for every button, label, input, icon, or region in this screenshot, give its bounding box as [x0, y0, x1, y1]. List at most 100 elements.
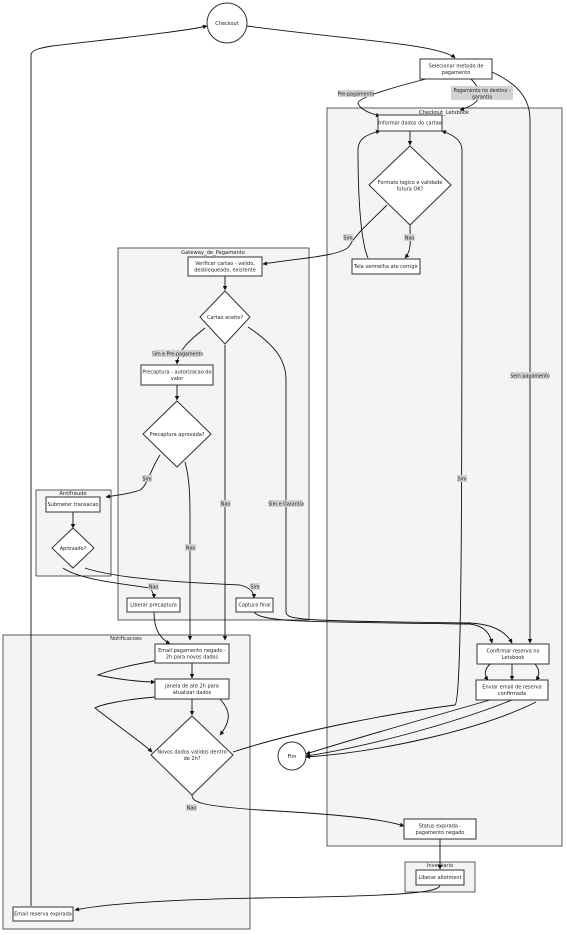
- edge-label-pagamento-destino: Pagamento no destino - garantia: [451, 86, 513, 101]
- svg-text:Captura final: Captura final: [238, 603, 270, 609]
- edge-janela-novos-curve: [94, 696, 156, 753]
- edge-precaptura-sim-submeter: [105, 454, 161, 499]
- svg-text:Status expirada -: Status expirada -: [419, 824, 462, 830]
- svg-text:Nao: Nao: [149, 585, 159, 591]
- node-email-reserva-expirada: Email reserva expirada: [12, 906, 74, 922]
- node-cartao-aceito: Cartao aceito?: [199, 290, 251, 345]
- svg-text:confirmada: confirmada: [498, 691, 526, 697]
- edge-janela-novos-right: [219, 698, 229, 736]
- edge-precaptura-nao-email: [184, 461, 193, 641]
- node-fim: Fim: [277, 741, 307, 771]
- node-confirmar-reserva: Confirmar reserva no Letsbook: [476, 643, 550, 665]
- edge-confirmar-enviar-l: [483, 663, 491, 681]
- node-captura-final: Captura final: [235, 597, 274, 613]
- node-novos-dados: Novos dados validos dentro de 2h?: [150, 715, 234, 796]
- svg-text:Nao: Nao: [221, 502, 231, 508]
- edge-label-nao-cartao: Nao: [220, 500, 231, 508]
- edge-label-sim-novos: Sim: [457, 475, 467, 483]
- svg-text:Informar dados do cartao: Informar dados do cartao: [378, 121, 441, 127]
- node-aprovado: Aprovado?: [51, 527, 95, 569]
- svg-text:2h para novos dados: 2h para novos dados: [166, 655, 219, 661]
- svg-text:atualizar dados: atualizar dados: [173, 690, 212, 696]
- edge-checkout-selecionar: [246, 25, 456, 59]
- cluster-label: Antifraude: [59, 491, 86, 497]
- cluster-checkout-letsbook: Checkout_Letsbook: [326, 107, 563, 847]
- svg-text:Checkout: Checkout: [215, 21, 238, 27]
- edge-labels: Pre-pagamento Pagamento no destino - gar…: [142, 86, 550, 812]
- edge-liberar-email: [153, 611, 171, 645]
- svg-text:Aprovado?: Aprovado?: [60, 546, 87, 552]
- node-tela-vermelha: Tela vermelha ate corrigir: [351, 258, 421, 275]
- edge-label-nao-formato: Nao: [404, 234, 415, 242]
- edge-novos-sim-informar: [232, 130, 463, 753]
- edge-label-sem-pagamento: Sem pagamento: [510, 372, 550, 380]
- edge-label-sim-formato: Sim: [343, 234, 353, 242]
- node-liberar-allotment: Liberar allotment: [415, 869, 465, 886]
- svg-text:Nao: Nao: [187, 806, 197, 812]
- edge-label-sim-pre-pagamento: Sim e Pre-pagamento: [152, 350, 204, 358]
- node-formato-ok: Formato logico e validade futura OK?: [368, 145, 452, 226]
- edge-selecionar-confirmar: [491, 71, 533, 644]
- svg-text:de 2h?: de 2h?: [184, 756, 201, 762]
- svg-text:Precaptura aprovada?: Precaptura aprovada?: [150, 432, 205, 438]
- svg-text:Liberar allotment: Liberar allotment: [418, 875, 461, 881]
- svg-text:Sim e Garantia: Sim e Garantia: [268, 502, 304, 508]
- cluster-label: Notificacoes: [110, 636, 142, 642]
- svg-text:Sim e Pre-pagamento: Sim e Pre-pagamento: [152, 352, 204, 358]
- svg-text:Nao: Nao: [405, 236, 415, 242]
- svg-text:Precaptura - autorizacao do: Precaptura - autorizacao do: [142, 370, 211, 376]
- edge-cartao-garantia-confirmar: [247, 326, 513, 644]
- edge-tela-informar: [357, 129, 381, 259]
- svg-text:pagamento negado: pagamento negado: [416, 830, 465, 836]
- svg-text:desbloqueado, existente: desbloqueado, existente: [194, 268, 256, 274]
- node-enviar-email-confirmada: Enviar email de reserva confirmada: [475, 679, 549, 701]
- svg-text:Pagamento no destino -: Pagamento no destino -: [453, 88, 510, 94]
- svg-text:Cartao aceito?: Cartao aceito?: [207, 315, 244, 321]
- svg-text:Sim: Sim: [457, 477, 466, 483]
- edge-formato-nao-tela: [404, 224, 411, 259]
- svg-text:Janela de ate 2h para: Janela de ate 2h para: [164, 684, 219, 690]
- edge-label-pre-pagamento: Pre-pagamento: [338, 90, 375, 98]
- edge-label-nao-aprovado: Nao: [148, 583, 159, 591]
- edge-label-sim-aprovado: Sim: [250, 583, 260, 591]
- svg-text:Nao: Nao: [186, 546, 196, 552]
- edge-cartao-precaptura: [175, 327, 206, 365]
- node-liberar-precaptura: Liberar precaptura: [126, 597, 181, 613]
- svg-text:futura OK?: futura OK?: [397, 187, 424, 193]
- cluster-label: Gateway_de_Pagamento: [181, 250, 245, 256]
- node-status-expirada: Status expirada - pagamento negado: [403, 818, 477, 840]
- svg-text:Enviar email de reserva: Enviar email de reserva: [482, 685, 541, 691]
- svg-text:Formato logico e validade: Formato logico e validade: [378, 180, 443, 186]
- edge-aprovado-sim-captura: [84, 567, 257, 599]
- node-selecionar-metodo: Selecionar metodo de pagamento: [419, 58, 493, 80]
- svg-text:Selecionar metodo de: Selecionar metodo de: [429, 64, 484, 70]
- edges: [30, 24, 541, 912]
- node-submeter-transacao: Submeter transacao: [45, 496, 101, 513]
- edge-novos-nao-status: [191, 794, 405, 827]
- edge-enviar-fim-2: [305, 699, 513, 758]
- edge-enviar-fim-3: [305, 701, 537, 759]
- node-janela-2h: Janela de ate 2h para atualizar dados: [154, 678, 230, 700]
- svg-text:Tela vermelha ate corrigir: Tela vermelha ate corrigir: [353, 264, 419, 270]
- svg-text:Letsbook: Letsbook: [502, 655, 525, 661]
- edge-liberar-email-expirada: [74, 884, 441, 912]
- edge-label-sim-precaptura: Sim: [142, 475, 152, 483]
- svg-text:pagamento: pagamento: [442, 70, 471, 76]
- node-precaptura: Precaptura - autorizacao do valor: [140, 364, 214, 386]
- edge-email-janela-curve: [96, 659, 161, 685]
- svg-text:Sim: Sim: [142, 477, 151, 483]
- svg-text:Sim: Sim: [343, 236, 352, 242]
- svg-text:Email reserva expirada: Email reserva expirada: [14, 912, 72, 918]
- svg-text:Novos dados validos dentro: Novos dados validos dentro: [157, 750, 226, 756]
- edge-selecionar-informar-pre: [357, 77, 431, 118]
- svg-text:Email pagamento negado -: Email pagamento negado -: [158, 648, 226, 654]
- svg-text:Confirmar reserva no: Confirmar reserva no: [486, 649, 539, 655]
- svg-text:Liberar precaptura: Liberar precaptura: [130, 603, 177, 609]
- cluster-label: Checkout_Letsbook: [419, 110, 469, 116]
- svg-text:Pre-pagamento: Pre-pagamento: [338, 92, 375, 98]
- node-precaptura-aprovada: Precaptura aprovada?: [142, 400, 212, 468]
- svg-text:Fim: Fim: [288, 754, 297, 760]
- edge-formato-sim-verificar: [262, 204, 388, 266]
- edge-label-nao-precaptura: Nao: [185, 544, 196, 552]
